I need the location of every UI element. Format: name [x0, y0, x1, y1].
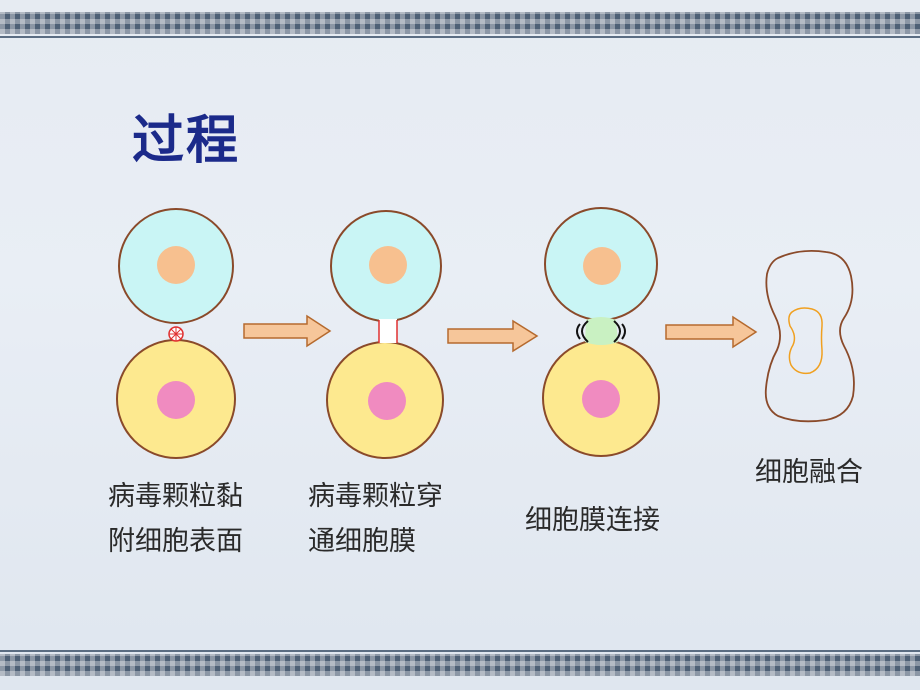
stage-4-fused-cell: [764, 249, 855, 423]
stage-1-bottom-nucleus: [157, 381, 195, 419]
virus-particle-icon: [168, 326, 184, 342]
top-decorative-band: [0, 12, 920, 34]
stage-1-caption: 病毒颗粒黏 附细胞表面: [108, 474, 243, 564]
forward-arrow-icon: [665, 315, 758, 349]
stage-1-caption-line-1: 病毒颗粒黏: [108, 481, 243, 512]
stage-2-caption-line-2: 通细胞膜: [308, 526, 416, 557]
stage-2-pore-edge: [378, 320, 398, 343]
bottom-divider: [0, 650, 920, 652]
stage-2-bottom-nucleus: [368, 382, 406, 420]
stage-2-top-nucleus: [369, 246, 407, 284]
slide-title: 过程: [132, 111, 241, 171]
stage-3-bottom-nucleus: [582, 380, 620, 418]
stage-2-penetration: [326, 210, 444, 459]
stage-3-membrane-edge-left: [576, 320, 589, 343]
forward-arrow-icon: [447, 319, 539, 353]
stage-2-caption: 病毒颗粒穿 通细胞膜: [308, 474, 443, 564]
stage-1-top-nucleus: [157, 246, 195, 284]
stage-1-caption-line-2: 附细胞表面: [108, 526, 243, 557]
stage-4-fused-nucleus: [788, 307, 823, 375]
stage-4-fused-membrane: [764, 249, 855, 423]
stage-3-caption-line-1: 细胞膜连接: [525, 505, 660, 536]
stage-4-caption-line-1: 细胞融合: [755, 457, 863, 488]
stage-3-membrane-edge-right: [613, 320, 626, 343]
bottom-decorative-band: [0, 654, 920, 676]
stage-2-membrane-pore: [379, 319, 397, 343]
stage-4-caption: 细胞融合: [755, 450, 863, 495]
stage-3-caption: 细胞膜连接: [525, 498, 660, 543]
stage-1-attachment: [116, 208, 236, 459]
stage-3-membrane-connection: [542, 207, 660, 457]
forward-arrow-icon: [243, 314, 332, 348]
stage-2-caption-line-1: 病毒颗粒穿: [308, 481, 443, 512]
top-divider: [0, 36, 920, 38]
stage-3-top-nucleus: [583, 247, 621, 285]
stage-3-fusion-zone: [585, 317, 618, 345]
